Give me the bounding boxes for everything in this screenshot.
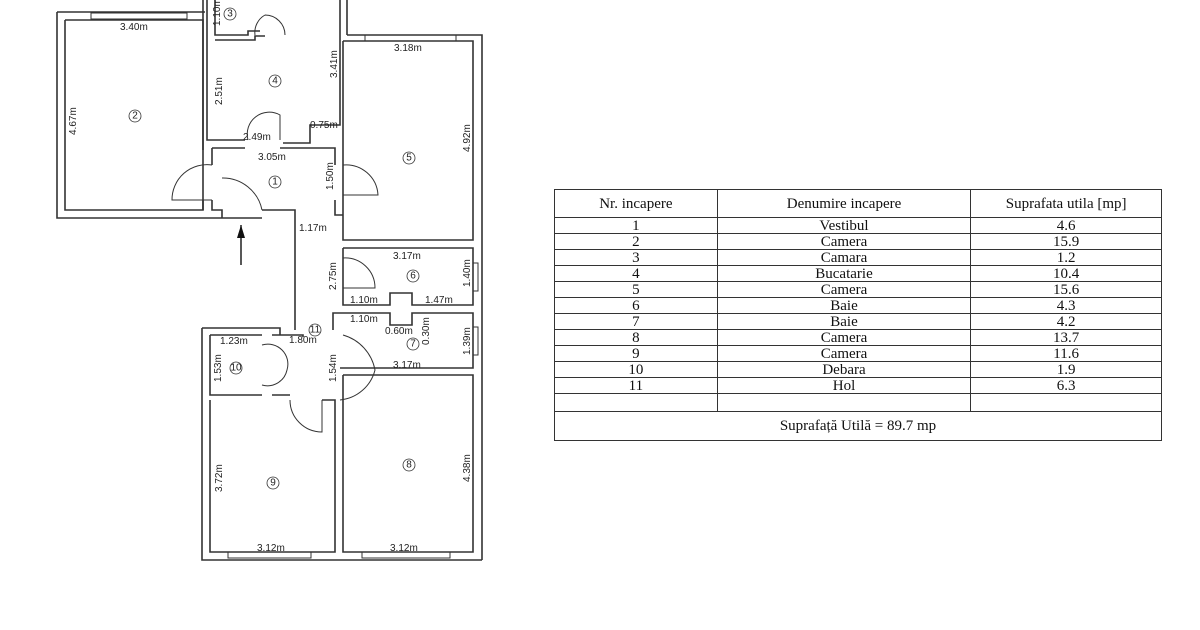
svg-text:1.40m: 1.40m: [462, 259, 473, 287]
svg-text:2: 2: [132, 111, 138, 122]
svg-text:1: 1: [272, 177, 278, 188]
svg-text:5: 5: [406, 153, 412, 164]
room-area-table: Nr. incapere Denumire incapere Suprafata…: [554, 189, 1162, 441]
svg-text:6: 6: [410, 271, 416, 282]
room-5: [342, 34, 483, 250]
svg-text:0.75m: 0.75m: [310, 120, 338, 131]
svg-text:3.18m: 3.18m: [394, 43, 422, 54]
room-3-4: [202, 0, 348, 210]
svg-text:4.38m: 4.38m: [462, 454, 473, 482]
svg-text:1.39m: 1.39m: [462, 327, 473, 355]
room-numbers: 1 2 3 4 5 6 7 8 9 10 11: [128, 7, 420, 490]
total-area: Suprafață Utilă = 89.7 mp: [554, 411, 1162, 441]
room-1-vestibule: [171, 147, 379, 330]
svg-text:3.41m: 3.41m: [329, 50, 340, 78]
svg-text:1.54m: 1.54m: [328, 354, 339, 382]
svg-text:3.17m: 3.17m: [393, 251, 421, 262]
svg-text:3.12m: 3.12m: [257, 543, 285, 554]
room-2: [56, 11, 223, 219]
table-row-empty: [554, 393, 1162, 412]
svg-text:3.05m: 3.05m: [258, 152, 286, 163]
svg-text:11: 11: [310, 325, 321, 336]
room-6-7: [332, 247, 483, 560]
svg-text:3.72m: 3.72m: [214, 464, 225, 492]
svg-text:1.23m: 1.23m: [220, 336, 248, 347]
header-area: Suprafata utila [mp]: [970, 189, 1162, 218]
table-header: Nr. incapere Denumire incapere Suprafata…: [554, 189, 1162, 218]
svg-text:2.49m: 2.49m: [243, 132, 271, 143]
header-room-number: Nr. incapere: [554, 189, 718, 218]
svg-text:1.10m: 1.10m: [212, 0, 223, 26]
svg-text:2.75m: 2.75m: [328, 262, 339, 290]
svg-text:0.60m: 0.60m: [385, 326, 413, 337]
svg-text:8: 8: [406, 460, 412, 471]
svg-text:10: 10: [230, 363, 242, 374]
svg-text:1.47m: 1.47m: [425, 295, 453, 306]
svg-text:0.30m: 0.30m: [421, 317, 432, 345]
svg-text:3.17m: 3.17m: [393, 360, 421, 371]
svg-text:3: 3: [227, 9, 233, 20]
dimension-labels: 3.40m 4.67m 1.10m 2.51m 3.41m 2.49m 0.75…: [68, 0, 473, 554]
svg-text:1.50m: 1.50m: [325, 162, 336, 190]
svg-text:1.80m: 1.80m: [289, 335, 317, 346]
floor-plan: 1 2 3 4 5 6 7 8 9 10 11 3.40m 4.67m 1.10…: [56, 0, 483, 561]
svg-text:2.51m: 2.51m: [214, 77, 225, 105]
table-total-row: Suprafață Utilă = 89.7 mp: [554, 411, 1162, 441]
svg-text:4: 4: [272, 76, 278, 87]
svg-text:4.67m: 4.67m: [68, 107, 79, 135]
svg-text:7: 7: [410, 339, 416, 350]
svg-text:3.12m: 3.12m: [390, 543, 418, 554]
svg-text:3.40m: 3.40m: [120, 22, 148, 33]
svg-text:1.17m: 1.17m: [299, 223, 327, 234]
svg-text:1.10m: 1.10m: [350, 295, 378, 306]
svg-text:9: 9: [270, 478, 276, 489]
rooms-8-9-10: [201, 327, 482, 561]
svg-text:4.92m: 4.92m: [462, 124, 473, 152]
header-room-name: Denumire incapere: [716, 189, 972, 218]
svg-text:1.10m: 1.10m: [350, 314, 378, 325]
svg-text:1.53m: 1.53m: [213, 354, 224, 382]
